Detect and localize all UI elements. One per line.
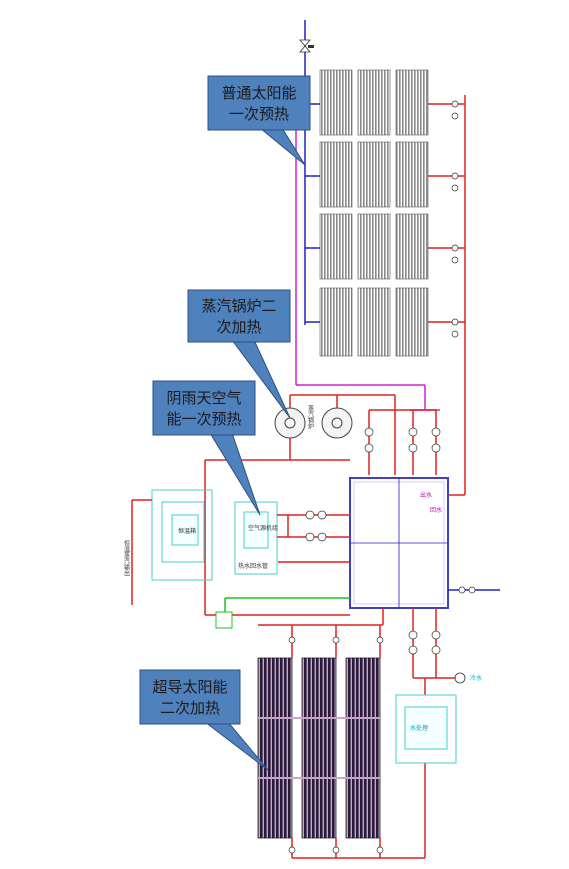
callout-solar-preheat-line2: 一次预热 [229, 105, 289, 123]
main-storage-tank: 出水 回水 [349, 477, 449, 609]
inlet-valve-top [299, 39, 314, 53]
collector-outlet-pipes [428, 95, 466, 496]
callout-air-source-line2: 能一次预热 [166, 410, 241, 428]
green-pipe [224, 597, 350, 612]
cold-water-label: 冷水 [470, 674, 482, 682]
outlet-valves [451, 100, 459, 338]
callout-superconductive: 超导太阳能 二次加热 [139, 669, 269, 771]
superconductive-collector-array [257, 657, 381, 839]
solar-collector-array [319, 69, 429, 357]
aux-water-tank: 水处理 [395, 694, 457, 764]
callout-solar-preheat-line1: 普通太阳能 [221, 84, 296, 102]
callout-air-source: 阴雨天空气 能一次预热 [152, 380, 261, 516]
collector-bank-3 [319, 213, 429, 280]
steam-boiler-left [274, 407, 306, 439]
callout-superconductive-line2: 二次加热 [160, 699, 220, 717]
tank-bottom-valves [408, 630, 441, 655]
collector-bank-2 [319, 141, 429, 208]
constant-temp-tank-label: 恒温箱 [178, 527, 196, 535]
lower-array-valves [288, 636, 384, 854]
tank-label-a: 出水 [420, 491, 432, 499]
collector-bank-1 [319, 69, 429, 136]
hot-water-return-label: 热水回水管 [238, 562, 268, 570]
callout-steam-boiler-line1: 蒸汽锅炉二 [201, 297, 276, 315]
callout-superconductive-line1: 超导太阳能 [152, 678, 227, 696]
steam-boiler-label: 蒸汽锅炉 [307, 404, 314, 430]
tank-label-b: 回水 [430, 506, 442, 514]
aux-tank-label: 水处理 [410, 724, 428, 732]
cold-water-meter: 冷水 [436, 672, 482, 684]
callout-solar-preheat: 普通太阳能 一次预热 [207, 75, 311, 166]
air-source-unit: 空气源机组 热水回水管 [234, 501, 278, 575]
callout-steam-boiler-line2: 次加热 [216, 318, 261, 336]
tank-side-outlet [448, 586, 500, 594]
air-unit-label: 空气源机组 [248, 524, 278, 532]
collector-inlet-pipes [304, 20, 320, 325]
boiler-valves [364, 427, 441, 453]
steam-boiler-right [321, 407, 353, 439]
constant-temp-tank: 恒温箱 [151, 489, 213, 581]
collector-bank-4 [319, 287, 429, 357]
callout-steam-boiler: 蒸汽锅炉二 次加热 [187, 289, 291, 419]
callout-air-source-line1: 阴雨天空气 [166, 389, 241, 407]
tank-bottom-pipes [412, 608, 437, 695]
constant-temp-outlet-label: 恒温蒸汽输出 [123, 539, 130, 577]
air-unit-valves [305, 510, 327, 542]
green-junction-box [215, 611, 233, 629]
